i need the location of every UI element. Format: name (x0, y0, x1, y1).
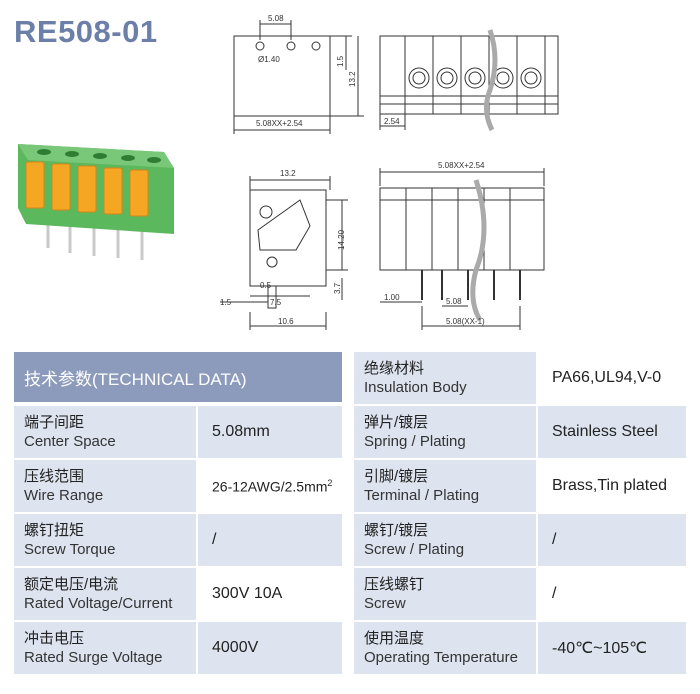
product-title: RE508-01 (14, 14, 158, 49)
right-label-insulation: 绝缘材料 Insulation Body (354, 352, 536, 404)
dim-top-width: 5.08XX+2.54 (256, 119, 303, 128)
dim-13-2: 13.2 (348, 71, 357, 87)
dim-side-13-2: 13.2 (280, 169, 296, 178)
right-label-terminal: 引脚/镀层 Terminal / Plating (354, 460, 536, 512)
technical-data-table: 技术参数(TECHNICAL DATA) 端子间距 Center Space 5… (14, 352, 686, 694)
dim-1-5: 1.5 (336, 55, 345, 67)
dim-front-pitch: 5.08(XX-1) (446, 317, 485, 326)
dim-2-54: 2.54 (384, 117, 400, 126)
left-value-rated-voltage: 300V 10A (198, 568, 342, 620)
right-label-screw-plating: 螺钉/镀层 Screw / Plating (354, 514, 536, 566)
right-label-temperature: 使用温度 Operating Temperature (354, 622, 536, 674)
product-photo (18, 144, 174, 260)
right-label-spring: 弹片/镀层 Spring / Plating (354, 406, 536, 458)
dim-side-7-5: 7.5 (270, 298, 282, 307)
dim-front-5-08: 5.08 (446, 297, 462, 306)
left-value-surge-voltage: 4000V (198, 622, 342, 674)
right-value-screw: / (538, 568, 686, 620)
right-value-terminal: Brass,Tin plated (538, 460, 686, 512)
dim-side-0-5: 0.5 (260, 281, 272, 290)
right-label-screw: 压线螺钉 Screw (354, 568, 536, 620)
table-header: 技术参数(TECHNICAL DATA) (14, 352, 342, 402)
dim-side-3-7: 3.7 (333, 282, 342, 294)
left-label-center-space: 端子间距 Center Space (14, 406, 196, 458)
right-value-insulation: PA66,UL94,V-0 (538, 352, 686, 404)
technical-drawing: 5.08 Ø1.40 1.5 13.2 5.08XX+2.54 2.54 13.… (220, 14, 559, 330)
left-label-rated-voltage: 额定电压/电流 Rated Voltage/Current (14, 568, 196, 620)
dim-hole-dia: Ø1.40 (258, 55, 280, 64)
right-value-temperature: -40℃~105℃ (538, 622, 686, 674)
left-value-wire-range: 26-12AWG/2.5mm2 (198, 460, 342, 512)
dim-side-14-20: 14.20 (337, 229, 346, 250)
dim-top-pitch: 5.08 (268, 14, 284, 23)
dim-side-1-5: 1.5 (220, 298, 232, 307)
right-value-screw-plating: / (538, 514, 686, 566)
left-label-surge-voltage: 冲击电压 Rated Surge Voltage (14, 622, 196, 674)
dim-front-width: 5.08XX+2.54 (438, 161, 485, 170)
left-label-screw-torque: 螺钉扭矩 Screw Torque (14, 514, 196, 566)
dim-front-1-00: 1.00 (384, 293, 400, 302)
left-value-screw-torque: / (198, 514, 342, 566)
left-label-wire-range: 压线范围 Wire Range (14, 460, 196, 512)
left-value-center-space: 5.08mm (198, 406, 342, 458)
right-value-spring: Stainless Steel (538, 406, 686, 458)
dim-side-10-6: 10.6 (278, 317, 294, 326)
